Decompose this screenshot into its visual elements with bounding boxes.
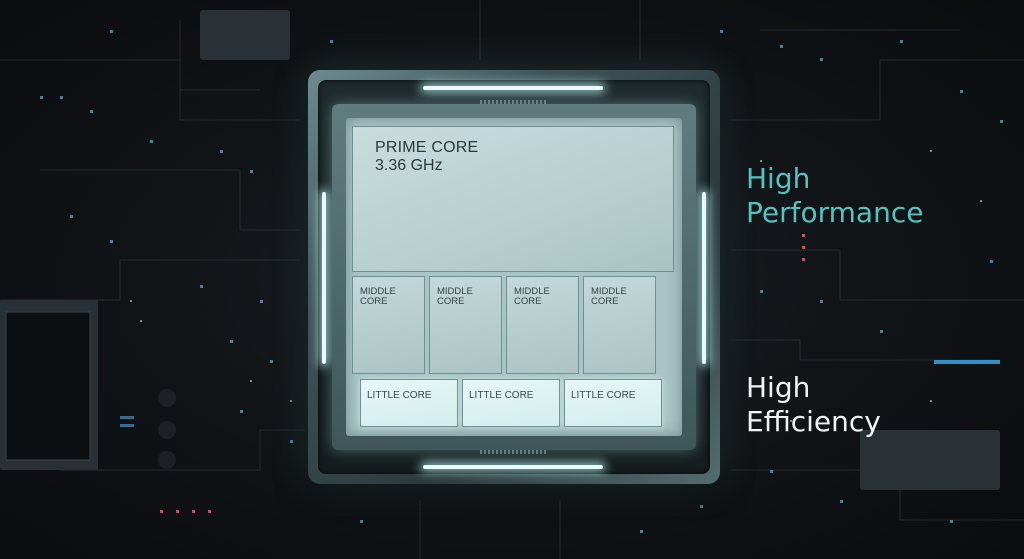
chip-vent-bottom <box>480 448 546 454</box>
middle-core-block-3: MIDDLE CORE <box>506 276 579 374</box>
chip-package: PRIME CORE 3.36 GHz MIDDLE CORE MIDDLE C… <box>308 70 720 484</box>
efficiency-caption-line2: Efficiency <box>746 405 881 438</box>
little-core-block-3: LITTLE CORE <box>564 379 662 427</box>
middle-core-block-1: MIDDLE CORE <box>352 276 425 374</box>
little-core-label: LITTLE CORE <box>571 390 636 401</box>
little-core-block-2: LITTLE CORE <box>462 379 560 427</box>
high-efficiency-caption: High Efficiency <box>746 371 881 439</box>
middle-core-block-4: MIDDLE CORE <box>583 276 656 374</box>
chip-light-bar-left <box>322 192 326 364</box>
middle-core-block-2: MIDDLE CORE <box>429 276 502 374</box>
prime-core-label: PRIME CORE <box>375 139 479 156</box>
chip-light-bar-top <box>423 86 603 90</box>
little-core-label: LITTLE CORE <box>367 390 432 401</box>
chip-light-bar-right <box>702 192 706 364</box>
middle-core-label: MIDDLE CORE <box>437 286 473 307</box>
performance-caption-line2: Performance <box>746 196 924 229</box>
little-core-label: LITTLE CORE <box>469 390 534 401</box>
chip-light-bar-bottom <box>423 465 603 469</box>
middle-core-label: MIDDLE CORE <box>591 286 627 307</box>
prime-core-block: PRIME CORE 3.36 GHz <box>352 126 674 272</box>
little-core-block-1: LITTLE CORE <box>360 379 458 427</box>
high-performance-caption: High Performance <box>746 162 923 230</box>
efficiency-caption-line1: High <box>746 371 811 404</box>
chip-die: PRIME CORE 3.36 GHz MIDDLE CORE MIDDLE C… <box>346 118 682 436</box>
middle-core-label: MIDDLE CORE <box>360 286 396 307</box>
middle-core-label: MIDDLE CORE <box>514 286 550 307</box>
performance-caption-line1: High <box>746 162 811 195</box>
prime-core-frequency: 3.36 GHz <box>375 157 443 174</box>
chip-vent-top <box>480 100 546 106</box>
